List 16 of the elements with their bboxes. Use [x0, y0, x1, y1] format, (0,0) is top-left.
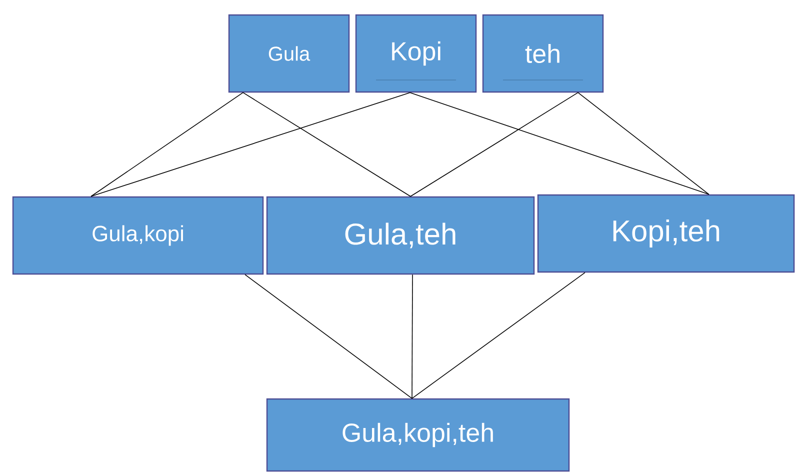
connector-line — [578, 92, 710, 195]
connector-line — [90, 92, 244, 197]
process-box: Gula,kopi,teh — [266, 398, 570, 472]
process-box: teh — [482, 14, 604, 93]
connector-line — [412, 274, 413, 399]
process-box: Kopi — [355, 14, 477, 93]
process-box: Gula — [228, 14, 350, 93]
connector-line — [244, 274, 412, 399]
connector-line — [90, 92, 410, 197]
connector-line — [242, 92, 411, 197]
process-box: Kopi,teh — [537, 194, 795, 273]
process-box: Gula,teh — [266, 196, 535, 275]
connector-line — [410, 92, 578, 197]
connector-line — [410, 92, 710, 195]
process-box: Gula,kopi — [12, 196, 264, 275]
connector-line — [412, 272, 586, 399]
